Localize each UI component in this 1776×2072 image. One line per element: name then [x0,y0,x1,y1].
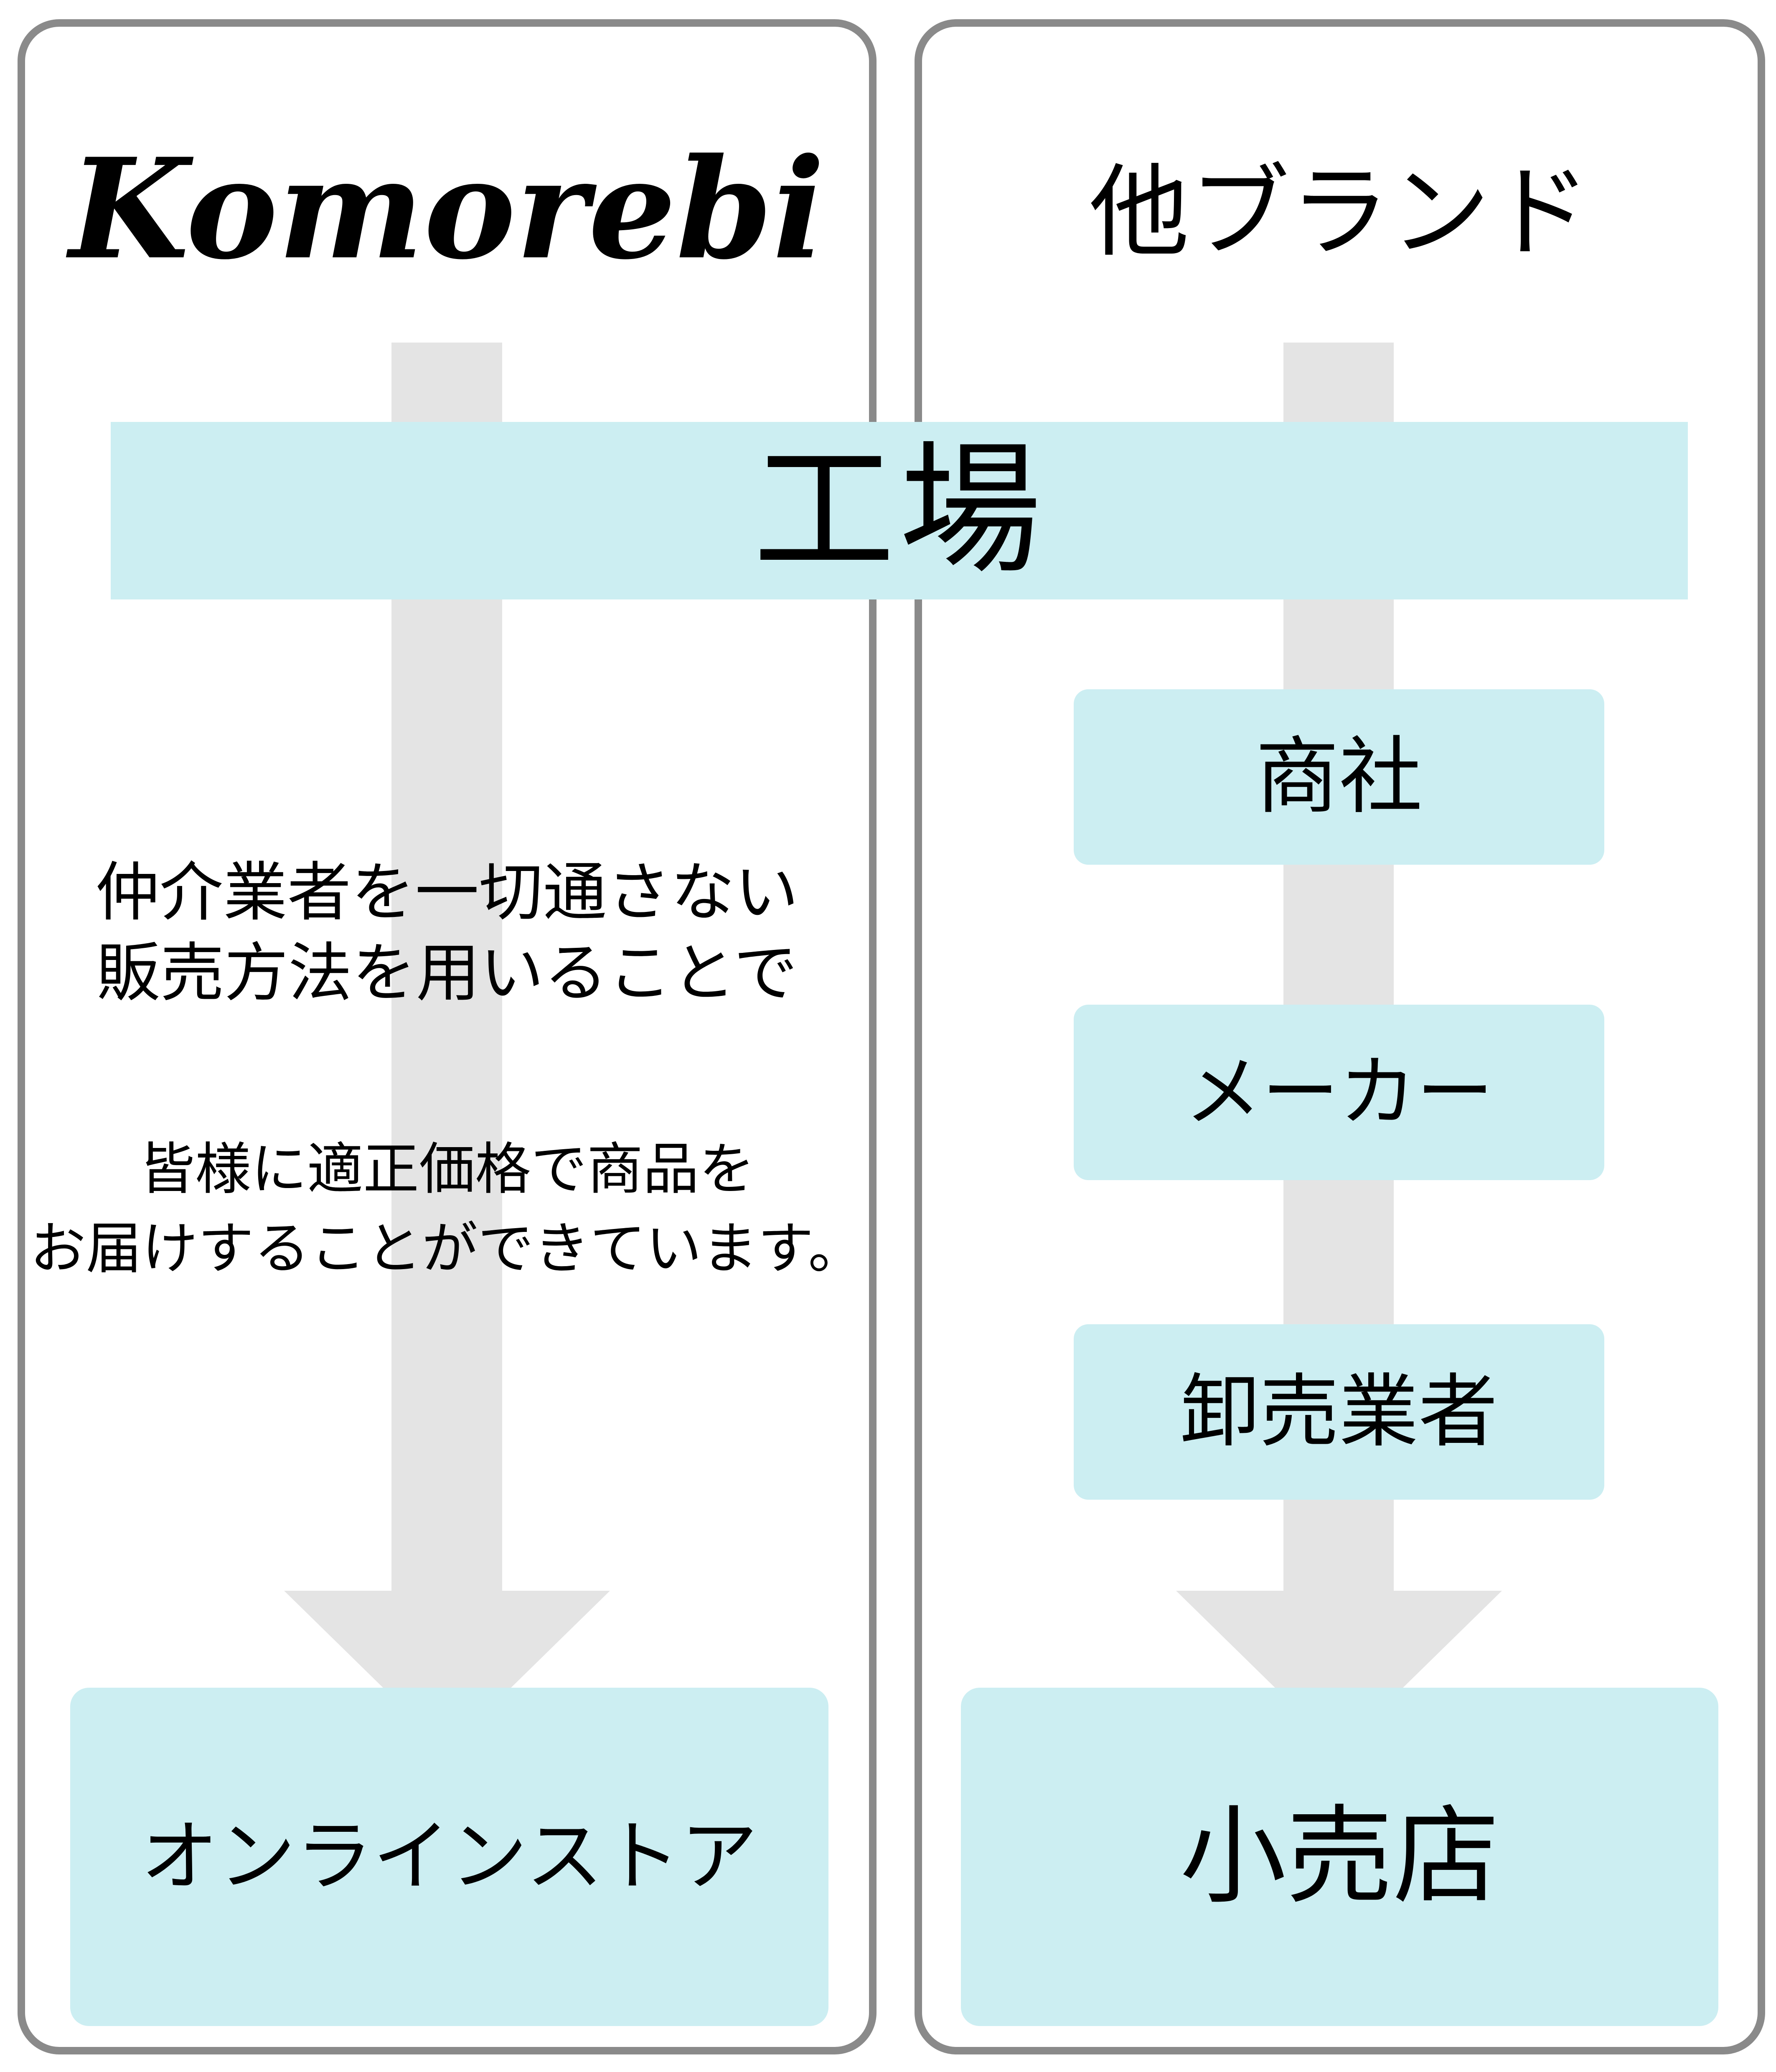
factory-banner: 工場 [111,422,1688,599]
retail-store-box: 小売店 [961,1688,1718,2026]
komorebi-logo: Komorebi [69,128,825,290]
step-box-trading-company: 商社 [1074,689,1604,865]
step-box-maker: メーカー [1074,1005,1604,1180]
direct-sales-note: 仲介業者を一切通さない 販売方法を用いることで [29,852,865,1013]
direct-sales-note-line2: 販売方法を用いることで [96,937,798,1009]
fair-price-note-line2: お届けすることができています。 [30,1218,864,1280]
online-store-box: オンラインストア [70,1688,828,2026]
fair-price-note: 皆様に適正価格で商品を お届けすることができています。 [29,1130,865,1289]
fair-price-note-line1: 皆様に適正価格で商品を [139,1138,755,1201]
factory-label: 工場 [753,431,1046,590]
direct-sales-note-line1: 仲介業者を一切通さない [95,857,799,928]
other-brands-title: 他ブランド [1089,156,1591,268]
step-box-wholesaler: 卸売業者 [1074,1324,1604,1500]
